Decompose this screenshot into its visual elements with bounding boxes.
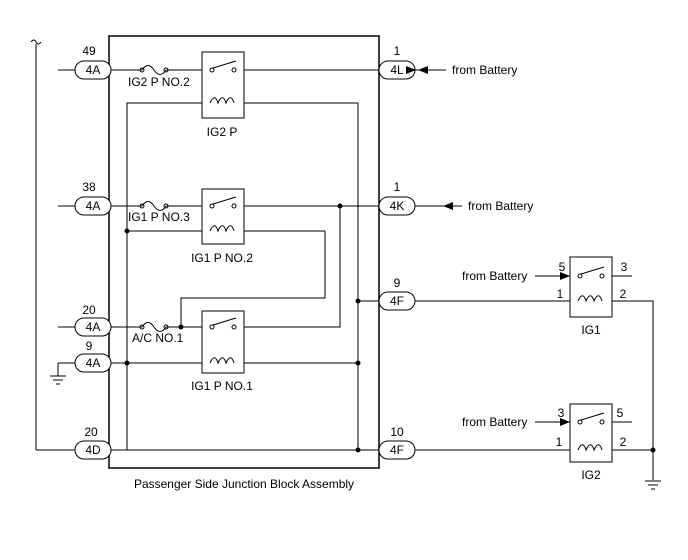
- relay-ig1: 5 3 1 2 IG1: [557, 256, 628, 337]
- connector-pin: 9: [86, 339, 93, 353]
- connector-pin: 49: [82, 44, 96, 58]
- connector-4l-1: 1 4L: [378, 44, 416, 80]
- connector-code: 4F: [390, 443, 404, 457]
- arrow-ig2-head: [560, 418, 570, 426]
- relay-ig2-p-label: IG2 P: [207, 125, 238, 139]
- relay-ig1-label: IG1: [581, 323, 601, 337]
- fuse-ig1-p-no3-symbol: [141, 201, 167, 211]
- connector-4a-49: 49 4A: [74, 44, 112, 80]
- connector-code: 4L: [390, 63, 404, 77]
- connector-pin: 38: [82, 180, 96, 194]
- fuse-ig2-p-no2-label: IG2 P NO.2: [128, 75, 190, 89]
- svg-text:5: 5: [559, 260, 566, 274]
- connector-code: 4F: [390, 294, 404, 308]
- connector-code: 4A: [86, 356, 101, 370]
- junction-block-outline: [108, 35, 380, 469]
- connector-4a-9: 9 4A: [74, 339, 112, 373]
- connector-pin: 1: [394, 44, 401, 58]
- relay-ig1-p-no1: IG1 P NO.1: [191, 310, 253, 393]
- connector-pin: 10: [390, 425, 404, 439]
- connector-4d-20: 20 4D: [74, 425, 112, 460]
- connector-4f-10: 10 4F: [378, 425, 416, 460]
- fuse-ig2-p-no2-symbol: [141, 65, 167, 75]
- svg-text:3: 3: [558, 406, 565, 420]
- source-4l-label: from Battery: [452, 63, 517, 77]
- fuse-ac-no1-label: A/C NO.1: [132, 331, 184, 345]
- svg-text:2: 2: [620, 435, 627, 449]
- arrow-ig1-head: [560, 272, 570, 280]
- relay-ig2: 3 5 1 2 IG2: [556, 403, 627, 482]
- connector-4a-38: 38 4A: [74, 180, 112, 216]
- connector-code: 4A: [86, 320, 101, 334]
- fuse-ac-no1-symbol: [141, 322, 167, 332]
- connector-4f-9: 9 4F: [378, 276, 416, 311]
- relay-ig1-p-no2-label: IG1 P NO.2: [191, 251, 253, 265]
- svg-text:1: 1: [556, 435, 563, 449]
- source-ig2-label: from Battery: [462, 415, 527, 429]
- arrow-4l-head: [418, 66, 428, 74]
- connector-pin: 1: [394, 180, 401, 194]
- svg-text:2: 2: [620, 287, 627, 301]
- arrow-4k-head: [443, 202, 453, 210]
- connector-code: 4K: [390, 199, 405, 213]
- relay-ig1-p-no1-label: IG1 P NO.1: [191, 379, 253, 393]
- connector-pin: 20: [84, 425, 98, 439]
- wire-break-mark: [30, 39, 42, 45]
- connector-4a-20: 20 4A: [74, 303, 112, 337]
- internal-ground-bus: [126, 102, 202, 450]
- fuse-ig1-p-no3-label: IG1 P NO.3: [128, 210, 190, 224]
- relay-ig1-p-no2: IG1 P NO.2: [191, 188, 253, 265]
- connector-pin: 20: [82, 303, 96, 317]
- svg-text:5: 5: [617, 406, 624, 420]
- source-4k-label: from Battery: [468, 199, 533, 213]
- wire-ig-ground: [612, 300, 654, 480]
- connector-code: 4A: [86, 63, 101, 77]
- internal-bus-right: [244, 102, 359, 450]
- connector-code: 4D: [85, 443, 101, 457]
- ground-left-icon: [50, 375, 66, 385]
- connector-pin: 9: [394, 276, 401, 290]
- ground-right-icon: [645, 480, 661, 490]
- connector-code: 4A: [86, 199, 101, 213]
- svg-text:3: 3: [621, 260, 628, 274]
- relay-ig2-p: IG2 P: [201, 51, 245, 139]
- source-ig1-label: from Battery: [462, 269, 527, 283]
- junction-block-label: Passenger Side Junction Block Assembly: [134, 477, 354, 491]
- relay-ig2-label: IG2: [581, 468, 601, 482]
- connector-4k-1: 1 4K: [378, 180, 416, 216]
- svg-text:1: 1: [557, 287, 564, 301]
